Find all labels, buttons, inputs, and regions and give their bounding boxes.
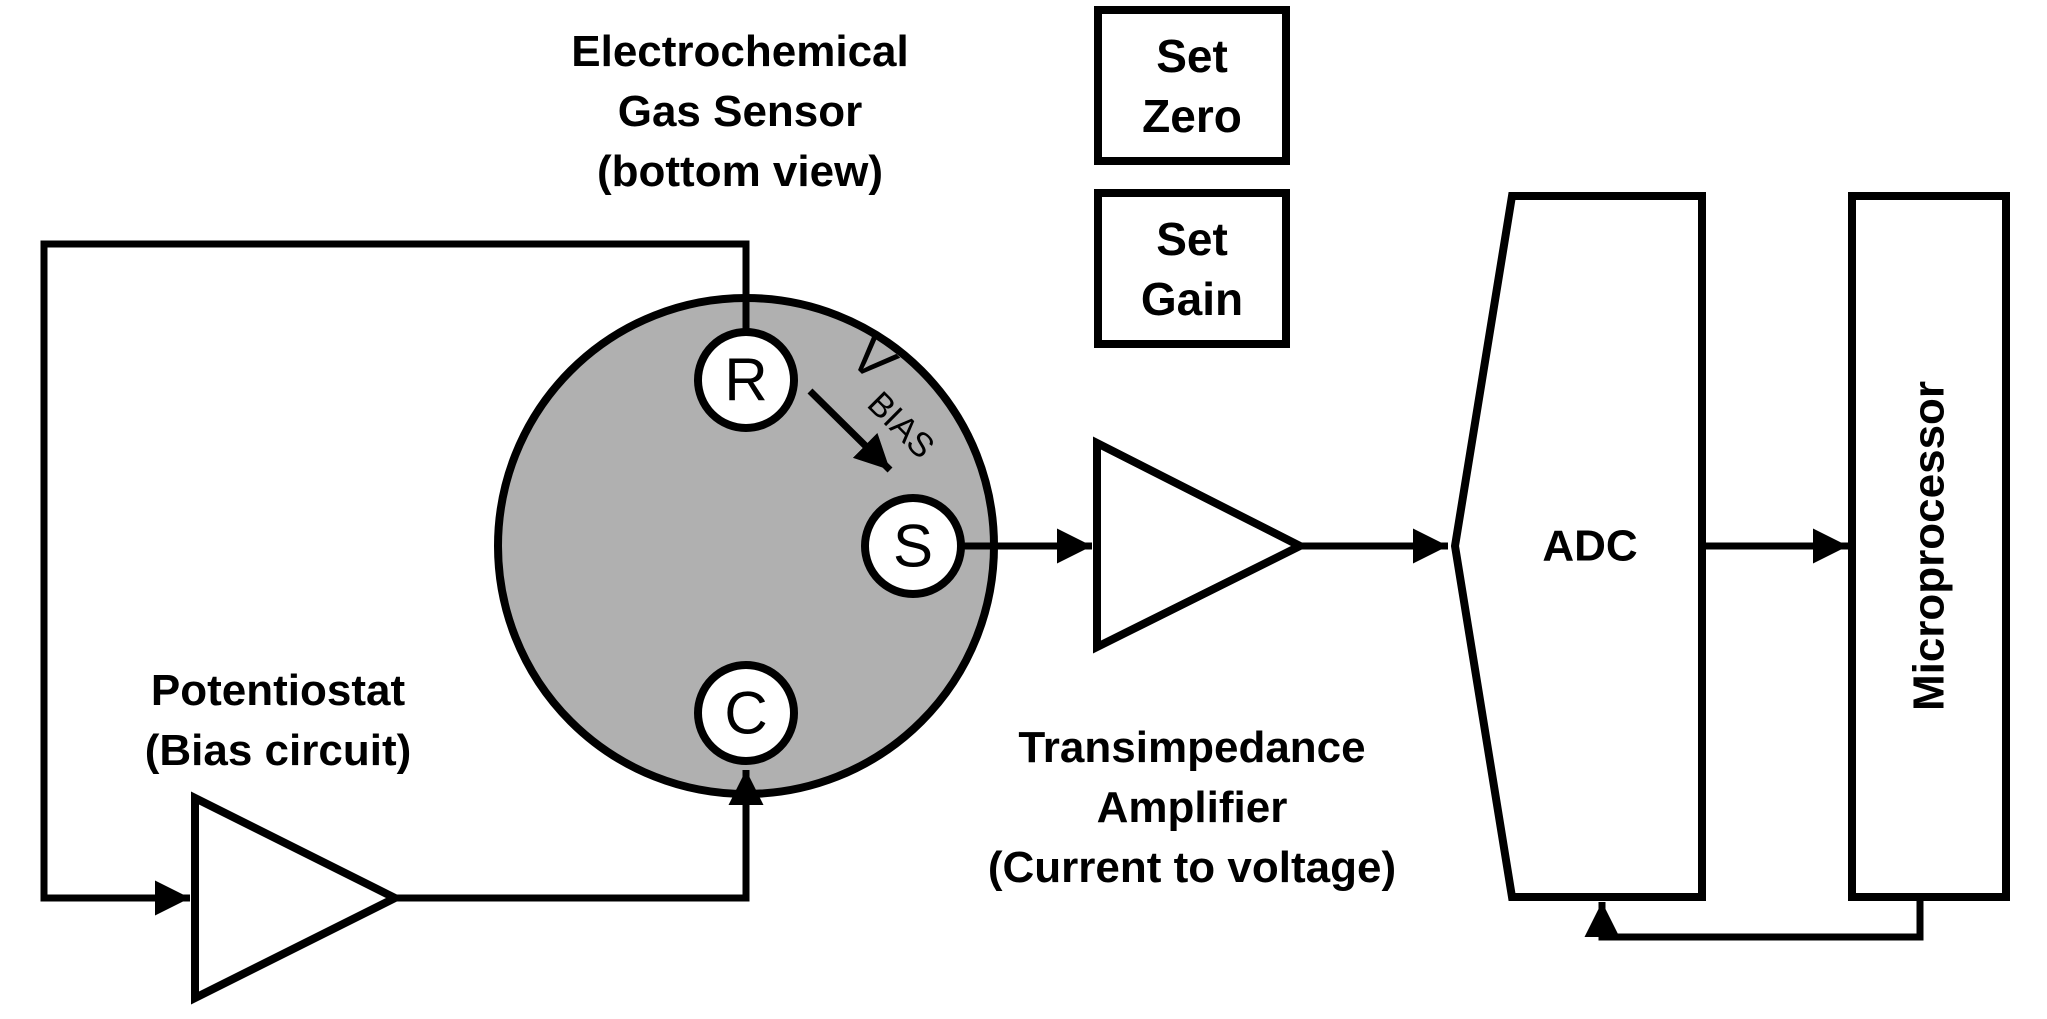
potentiostat-amplifier[interactable] xyxy=(191,791,404,1005)
set-gain-button[interactable]: Set Gain xyxy=(1094,189,1290,348)
reference-electrode-label: R xyxy=(724,347,767,414)
set-zero-button[interactable]: Set Zero xyxy=(1094,6,1290,165)
counter-drive-wire xyxy=(395,770,764,902)
transimpedance-amplifier[interactable] xyxy=(1093,436,1309,654)
potentiostat-label-line-1: Potentiostat xyxy=(151,666,406,715)
tia-label: Transimpedance Amplifier (Current to vol… xyxy=(988,723,1396,892)
set-gain-line-2: Gain xyxy=(1141,273,1243,325)
tia-label-line-1: Transimpedance xyxy=(1018,723,1365,772)
sensor-label-line-3: (bottom view) xyxy=(597,147,883,196)
counter-electrode[interactable]: C xyxy=(694,661,798,765)
sensor-label-line-1: Electrochemical xyxy=(571,27,909,76)
set-gain-line-1: Set xyxy=(1156,213,1228,265)
sensing-electrode[interactable]: S xyxy=(861,494,965,598)
microprocessor-label: Microprocessor xyxy=(1905,381,1954,711)
tia-label-line-3: (Current to voltage) xyxy=(988,843,1396,892)
set-zero-line-2: Zero xyxy=(1142,90,1242,142)
reference-electrode[interactable]: R xyxy=(694,328,798,432)
reference-feedback-wire xyxy=(40,240,750,916)
sensing-electrode-label: S xyxy=(893,513,933,580)
sensor-label-line-2: Gas Sensor xyxy=(618,87,863,136)
set-zero-line-1: Set xyxy=(1156,30,1228,82)
potentiostat-label: Potentiostat (Bias circuit) xyxy=(145,666,412,775)
tia-label-line-2: Amplifier xyxy=(1097,783,1288,832)
adc-label: ADC xyxy=(1542,522,1637,571)
microprocessor-block[interactable]: Microprocessor xyxy=(1848,192,2010,901)
potentiostat-label-line-2: (Bias circuit) xyxy=(145,726,412,775)
counter-electrode-label: C xyxy=(724,680,767,747)
adc-block[interactable]: ADC xyxy=(1450,192,1706,901)
microprocessor-feedback-wire xyxy=(1584,901,1924,941)
sensor-label: Electrochemical Gas Sensor (bottom view) xyxy=(571,27,909,196)
vbias-arrow xyxy=(807,388,893,473)
